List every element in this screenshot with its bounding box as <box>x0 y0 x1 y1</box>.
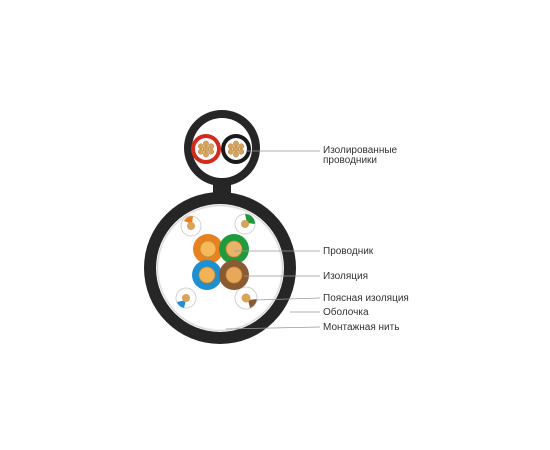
wire-white-brown-stripe <box>234 286 258 310</box>
label-insulation: Изоляция <box>323 271 368 282</box>
leader-assembly-thread <box>225 326 321 330</box>
label-assembly-thread: Монтажная нить <box>323 322 399 333</box>
power-section <box>184 110 260 202</box>
labels: Изолированные проводники Проводник Изоля… <box>323 145 409 333</box>
wire-white-green-stripe <box>234 213 256 235</box>
assembly-thread-ring <box>157 205 283 331</box>
label-insulated-conductors-line2: проводники <box>323 155 377 166</box>
label-belt-insulation: Поясная изоляция <box>323 293 409 304</box>
wire-white-blue-stripe <box>175 287 197 309</box>
data-section <box>144 192 296 344</box>
label-sheath: Оболочка <box>323 306 369 318</box>
wire-blue <box>192 260 222 290</box>
wire-green <box>219 234 249 264</box>
wire-white-orange-stripe <box>180 215 202 237</box>
wire-orange <box>193 234 223 264</box>
wire-brown <box>219 260 249 290</box>
leader-lines <box>225 150 321 330</box>
red-strands <box>197 140 215 158</box>
leader-belt-insulation <box>255 297 321 301</box>
insulated-conductor-red <box>191 134 221 164</box>
label-insulated-conductors-line1: Изолированные <box>323 145 398 156</box>
black-strands <box>227 140 245 158</box>
label-conductor: Проводник <box>323 246 374 257</box>
insulated-conductor-black <box>221 134 251 164</box>
